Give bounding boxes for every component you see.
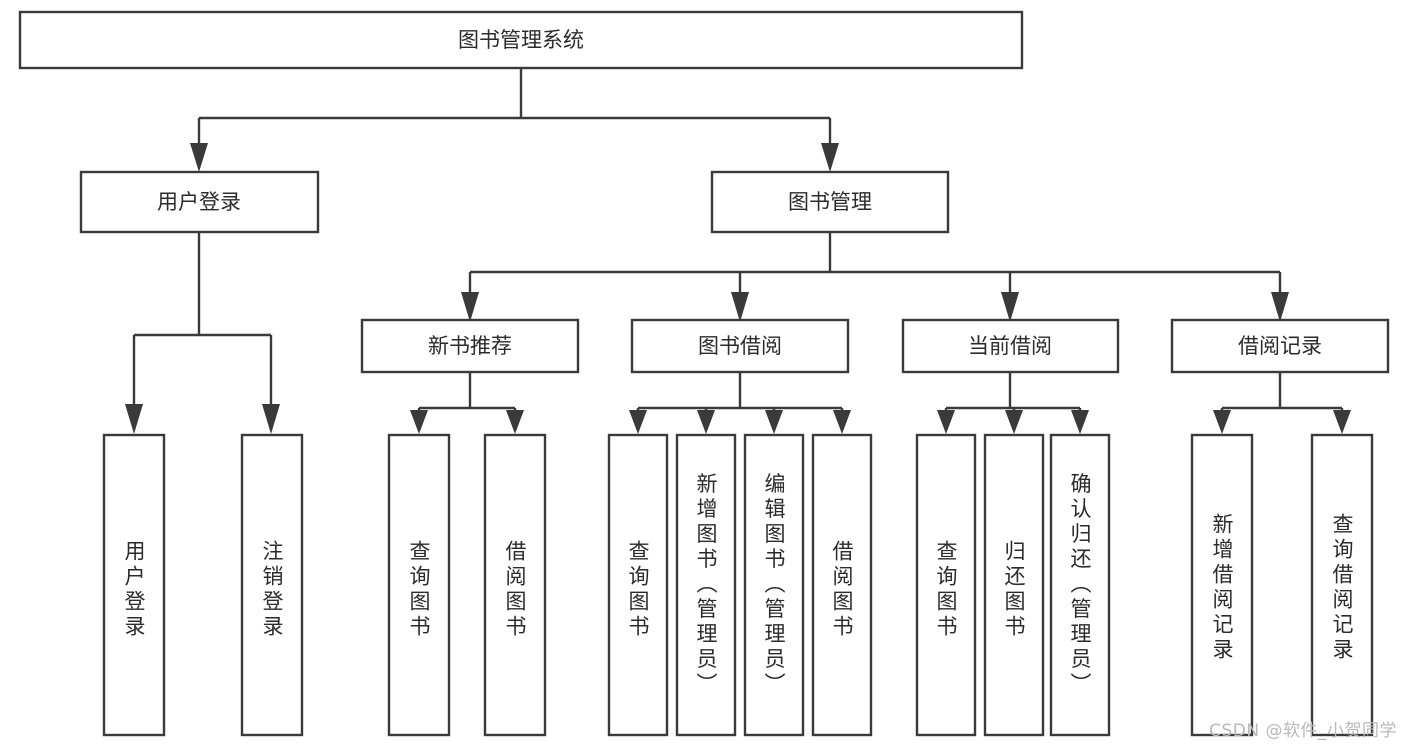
leaf-current-borrow-confirm-label: 确认归还（管理员）	[1068, 473, 1092, 698]
connector-group-userlogin	[125, 232, 280, 434]
leaf-user-login-logout[interactable]: 注销登录	[240, 433, 304, 737]
arrow-head-currentborrow-leaf2	[1005, 410, 1023, 434]
connector-group-root	[190, 68, 839, 172]
connector-group-newbook	[410, 372, 524, 434]
leaf-new-book-query-label: 查询图书	[407, 540, 431, 640]
leaf-book-borrow-edit-box[interactable]	[743, 433, 805, 737]
leaf-new-book-borrow-box[interactable]	[483, 433, 547, 737]
arrow-head-bookmgmt-c4	[1271, 292, 1289, 322]
leaf-book-borrow-borrow[interactable]: 借阅图书	[811, 433, 873, 737]
leaf-current-borrow-return-box[interactable]	[983, 433, 1045, 737]
leaf-new-book-query-box[interactable]	[387, 433, 451, 737]
arrow-head-bookborrow-leaf3	[765, 410, 783, 434]
node-book-borrow[interactable]: 图书借阅	[630, 318, 850, 374]
arrow-head-newbook-leaf2	[506, 410, 524, 434]
leaf-new-book-borrow-label: 借阅图书	[503, 540, 527, 640]
arrow-head-bookmgmt-c1	[461, 292, 479, 322]
node-current-borrow-box[interactable]	[901, 318, 1120, 374]
node-user-login-box[interactable]	[79, 170, 320, 234]
arrow-head-bookborrow-leaf2	[697, 410, 715, 434]
node-borrow-record-label: 借阅记录	[1238, 334, 1322, 358]
leaf-borrow-record-add-box[interactable]	[1190, 433, 1254, 737]
leaf-book-borrow-query-box[interactable]	[607, 433, 669, 737]
leaf-book-borrow-edit-label: 编辑图书（管理员）	[762, 473, 786, 698]
arrow-head-bookborrow-leaf4	[833, 410, 851, 434]
leaf-book-borrow-query[interactable]: 查询图书	[607, 433, 669, 737]
leaf-current-borrow-query[interactable]: 查询图书	[915, 433, 977, 737]
leaf-book-borrow-query-label: 查询图书	[626, 540, 650, 640]
node-current-borrow-label: 当前借阅	[968, 334, 1052, 358]
arrow-head-newbook-leaf1	[410, 410, 428, 434]
arrow-head-bookmgmt-c3	[1001, 292, 1019, 322]
arrow-head-borrowrecord-leaf1	[1213, 410, 1231, 434]
node-root-system-label: 图书管理系统	[458, 28, 584, 52]
arrow-head-borrowrecord-leaf2	[1333, 410, 1351, 434]
leaf-book-borrow-add-box[interactable]	[675, 433, 737, 737]
connector-group-borrowrecord	[1213, 372, 1351, 434]
connector-group-bookborrow	[629, 372, 851, 434]
arrow-head-root-to-bookmgmt	[821, 143, 839, 172]
arrow-head-bookborrow-leaf1	[629, 410, 647, 434]
leaf-book-borrow-add-label: 新增图书（管理员）	[694, 473, 718, 698]
leaf-current-borrow-return[interactable]: 归还图书	[983, 433, 1045, 737]
leaf-current-borrow-confirm-box[interactable]	[1049, 433, 1111, 737]
leaf-borrow-record-query-box[interactable]	[1310, 433, 1374, 737]
leaf-user-login-logout-box[interactable]	[240, 433, 304, 737]
node-root-system-box[interactable]	[18, 10, 1024, 70]
leaf-borrow-record-query[interactable]: 查询借阅记录	[1310, 433, 1374, 737]
leaf-book-borrow-add[interactable]: 新增图书（管理员）	[675, 433, 737, 737]
arrow-head-root-to-userlogin	[190, 143, 208, 172]
leaf-book-borrow-borrow-label: 借阅图书	[830, 540, 854, 640]
leaf-user-login-login[interactable]: 用户登录	[102, 433, 166, 737]
node-book-management[interactable]: 图书管理	[710, 170, 950, 234]
node-borrow-record-box[interactable]	[1170, 318, 1390, 374]
node-book-management-label: 图书管理	[788, 190, 872, 214]
node-book-borrow-label: 图书借阅	[698, 334, 782, 358]
leaf-new-book-borrow[interactable]: 借阅图书	[483, 433, 547, 737]
arrow-head-currentborrow-leaf1	[937, 410, 955, 434]
arrow-head-currentborrow-leaf3	[1071, 410, 1089, 434]
leaf-current-borrow-query-box[interactable]	[915, 433, 977, 737]
leaf-current-borrow-return-label: 归还图书	[1002, 540, 1026, 640]
arrow-head-bookmgmt-c2	[731, 292, 749, 322]
leaf-borrow-record-add[interactable]: 新增借阅记录	[1190, 433, 1254, 737]
node-new-book-recommend-label: 新书推荐	[428, 334, 512, 358]
node-user-login[interactable]: 用户登录	[79, 170, 320, 234]
node-book-borrow-box[interactable]	[630, 318, 850, 374]
leaf-borrow-record-query-label: 查询借阅记录	[1330, 513, 1354, 663]
connector-group-currentborrow	[937, 372, 1089, 434]
arrow-head-userlogin-leaf2	[262, 404, 280, 434]
node-new-book-recommend-box[interactable]	[360, 318, 580, 374]
leaf-borrow-record-add-label: 新增借阅记录	[1210, 513, 1234, 663]
node-current-borrow[interactable]: 当前借阅	[901, 318, 1120, 374]
leaf-new-book-query[interactable]: 查询图书	[387, 433, 451, 737]
leaf-book-borrow-edit[interactable]: 编辑图书（管理员）	[743, 433, 805, 737]
leaf-current-borrow-confirm[interactable]: 确认归还（管理员）	[1049, 433, 1111, 737]
leaf-current-borrow-query-label: 查询图书	[934, 540, 958, 640]
leaf-user-login-logout-label: 注销登录	[260, 540, 284, 640]
connector-group-bookmgmt	[461, 232, 1289, 322]
node-borrow-record[interactable]: 借阅记录	[1170, 318, 1390, 374]
node-user-login-label: 用户登录	[157, 190, 241, 214]
leaf-user-login-login-label: 用户登录	[122, 540, 146, 640]
leaf-book-borrow-borrow-box[interactable]	[811, 433, 873, 737]
node-new-book-recommend[interactable]: 新书推荐	[360, 318, 580, 374]
leaf-user-login-login-box[interactable]	[102, 433, 166, 737]
node-root-system[interactable]: 图书管理系统	[18, 10, 1024, 70]
node-book-management-box[interactable]	[710, 170, 950, 234]
arrow-head-userlogin-leaf1	[125, 404, 143, 434]
